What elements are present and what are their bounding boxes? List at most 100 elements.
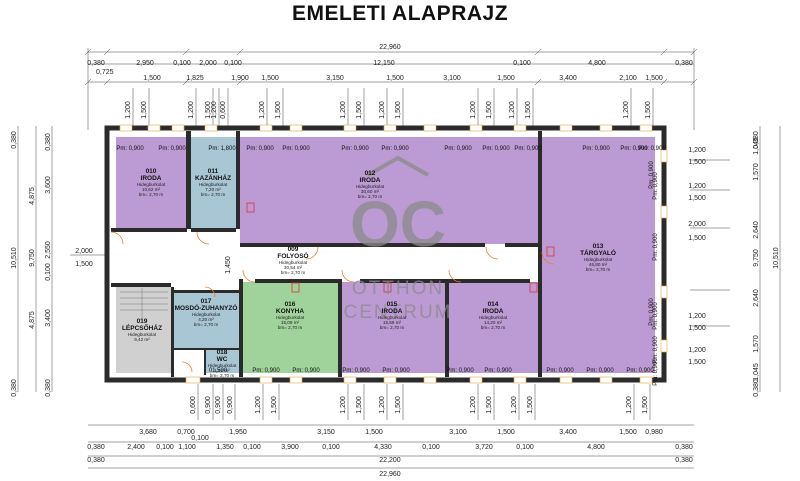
- window: [559, 376, 573, 384]
- dim-bottom-vertical-value: 1,500: [642, 396, 649, 414]
- dim-top-row2-value: 0,100: [173, 60, 191, 67]
- window: [513, 376, 527, 384]
- dim-bottom-row2-value: 4,330: [374, 444, 392, 451]
- room-number: 016: [285, 301, 296, 308]
- dim-top-row2-value: 0,380: [675, 60, 693, 67]
- dim-left-outer-value: 0,380: [11, 379, 18, 397]
- pm-top-label: Pm: 0,900: [638, 146, 666, 152]
- right-dims: 0,38010,5100,3802,6409,7502,6401,0451,57…: [688, 131, 780, 397]
- room-area: 7,20 m²: [205, 187, 221, 192]
- dim-bottom-row2-value: 0,100: [322, 444, 340, 451]
- dim-corridor: 1,450: [225, 256, 232, 274]
- dim-bottom-row1-value: 0,700: [177, 429, 195, 436]
- dim-top-vertical-value: 1,200: [211, 101, 218, 119]
- dim-right-outer-value: 0,380: [753, 379, 760, 397]
- right-dimension-lines: [690, 126, 781, 392]
- service-markers: [246, 202, 555, 293]
- dim-left-inner-value: 0,100: [45, 263, 52, 281]
- dim-top-row3-value: 3,150: [326, 75, 344, 82]
- dim-bottom-row1-value: 3,150: [317, 429, 335, 436]
- dim-top-vertical-value: 1,200: [259, 101, 266, 119]
- dim-right-inner-value: 1,045: [753, 363, 760, 381]
- window: [639, 376, 653, 384]
- dim-bottom-vertical-value: 1,200: [626, 396, 633, 414]
- room-010-fill: [116, 137, 187, 229]
- room-name: IRODA: [141, 175, 162, 182]
- dim-right-outer-value: 0,380: [753, 131, 760, 149]
- dim-bottom-row2-value: 2,400: [127, 444, 145, 451]
- left-dimension-lines: [17, 126, 106, 392]
- pm-mid-label: Pm: 0,900: [649, 161, 655, 189]
- dim-right-outer-value: 10,510: [773, 247, 780, 269]
- window: [469, 376, 483, 384]
- dim-bottom-row1-value: 1,950: [229, 429, 247, 436]
- dim-top-vertical-value: 1,500: [645, 101, 652, 119]
- room-name: WC: [217, 356, 228, 363]
- room-number: 017: [201, 298, 212, 305]
- pm-bottom-label: Pm: 0,900: [342, 368, 370, 374]
- pm-bottom-label: 01,500: [209, 368, 228, 374]
- dim-right-inner-value: 1,045: [753, 137, 760, 155]
- window: [343, 376, 357, 384]
- room-height: bm= 2,70 m: [358, 194, 383, 199]
- pm-top-label: Pm: 0,900: [282, 146, 310, 152]
- room-floor: Hidegburkolat: [276, 315, 305, 320]
- dim-bottom-vertical-value: 1,500: [395, 396, 402, 414]
- dim-tick: [534, 78, 542, 86]
- dim-right-side-value: 1,500: [688, 195, 706, 202]
- dim-top-vertical-value: 1,500: [275, 101, 282, 119]
- room-name: MOSDÓ-ZUHANYZÓ: [175, 303, 238, 312]
- room-floor: Hidegburkolat: [356, 184, 385, 189]
- windows: [119, 124, 668, 384]
- plan-title: EMELETI ALAPRAJZ: [291, 2, 509, 25]
- window: [469, 124, 483, 132]
- dim-top-row3-value: 2,100: [619, 75, 637, 82]
- pm-right-label: Pm: 0,900: [653, 172, 659, 200]
- pm-bottom-label: Pm: 0,900: [626, 368, 654, 374]
- dim-top-extra: 0,725: [96, 69, 114, 76]
- pm-top-label: Pm: 0,900: [582, 146, 610, 152]
- dim-left-mid-value: 4,875: [29, 187, 36, 205]
- window: [660, 339, 668, 353]
- pm-right-label: Pm: 0,900: [653, 233, 659, 261]
- room-area: 30,60 m²: [361, 189, 380, 194]
- room-number: 014: [488, 301, 499, 308]
- dim-bottom-row1-value: 3,400: [559, 429, 577, 436]
- top-dimension-lines: [87, 48, 695, 130]
- room-number: 013: [593, 243, 604, 250]
- dim-left-door-value: 2,000: [75, 248, 93, 255]
- room-height: bm= 2,70 m: [278, 325, 303, 330]
- dim-bottom-row3-value: 0,380: [675, 457, 693, 464]
- dim-tick: [236, 78, 244, 86]
- window: [259, 124, 273, 132]
- pm-top-label: Pm: 0,900: [246, 146, 274, 152]
- dim-top-vertical-value: 1,200: [188, 101, 195, 119]
- room-011-fill: [191, 137, 236, 229]
- room-017-fill: [174, 292, 239, 349]
- dim-bottom-row2-value: 0,100: [422, 444, 440, 451]
- watermark-logo: OC OTTHON CENTRUM: [344, 155, 451, 323]
- dim-tick: [660, 48, 668, 56]
- room-area: 1,52 m²: [214, 368, 230, 373]
- dim-top-row3-value: 1,825: [186, 75, 204, 82]
- room-name: LÉPCSŐHÁZ: [122, 323, 162, 332]
- dim-bottom-vertical-value: 1,200: [340, 396, 347, 414]
- dim-top-row3-value: 1,900: [231, 75, 249, 82]
- window: [383, 124, 397, 132]
- room-name: KONYHA: [276, 308, 304, 315]
- window: [289, 124, 303, 132]
- room-number: 019: [137, 318, 148, 325]
- dim-bottom-vertical-value: 0,900: [227, 396, 234, 414]
- dim-top-row3-value: 3,100: [443, 75, 461, 82]
- pm-bottom-label: Pm: 0,900: [546, 368, 574, 374]
- dim-tick: [660, 78, 668, 86]
- room-floor: Hidegburkolat: [584, 257, 613, 262]
- dim-top-row3-value: 3,400: [559, 75, 577, 82]
- dim-left-inner-value: 3,600: [45, 176, 52, 194]
- pm-mid-label: Pm: 0,900: [649, 298, 655, 326]
